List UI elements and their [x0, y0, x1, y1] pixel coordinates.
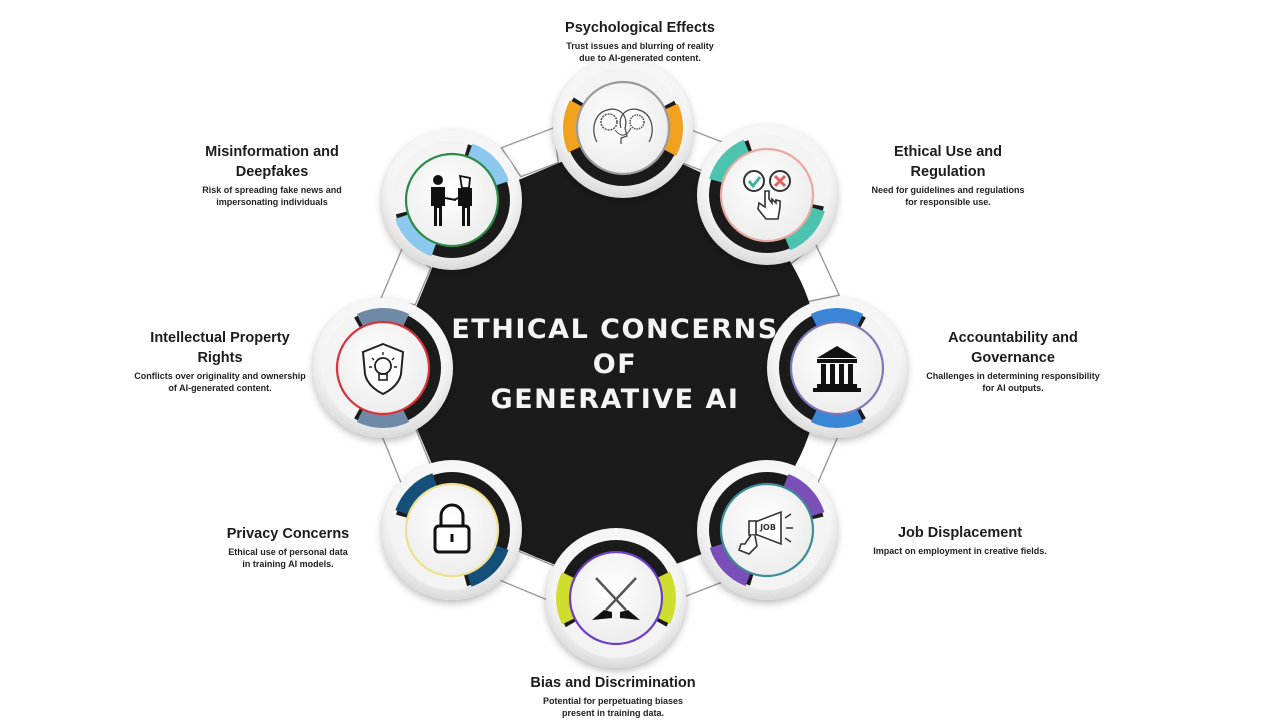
- concern-description: Need for guidelines and regulations: [871, 185, 1025, 195]
- concern-title: Ethical Use and: [894, 144, 1002, 160]
- svg-text:JOB: JOB: [759, 523, 776, 532]
- concern-description: Ethical use of personal data: [228, 547, 348, 557]
- node-ring-highlight: [859, 315, 897, 421]
- node-accent-arc: [395, 473, 438, 516]
- padlock-icon: [433, 503, 471, 554]
- concern-description: Conflicts over originality and ownership: [134, 371, 306, 381]
- node-accent-arc: [663, 103, 683, 156]
- check-cross-hand-icon: [743, 170, 791, 220]
- concern-node-psychological-effects: [553, 58, 693, 198]
- node-face: [789, 320, 885, 416]
- node-accent-arc: [466, 544, 509, 587]
- node-accent-arc: [810, 409, 864, 428]
- center-title-line-2: OF: [592, 349, 638, 380]
- label-privacy-concerns: Privacy Concerns Ethical use of personal…: [158, 524, 418, 570]
- concern-description: Trust issues and blurring of reality: [566, 41, 714, 51]
- label-intellectual-property-rights: Intellectual Property Rights Conflicts o…: [90, 328, 350, 394]
- label-job-displacement: Job Displacement Impact on employment in…: [820, 523, 1100, 557]
- concern-node-accountability-and-governance: [767, 298, 907, 438]
- node-accent-arc: [784, 206, 825, 251]
- node-accent-arc: [810, 308, 864, 327]
- node-ring-highlight: [391, 140, 469, 215]
- shield-lightbulb-icon: [361, 342, 405, 396]
- node-accent-arc: [783, 473, 825, 517]
- concern-node-privacy-concerns: [382, 460, 522, 600]
- node-face: [575, 80, 671, 176]
- two-heads-brain-icon: [593, 108, 653, 144]
- concern-description: in training AI models.: [242, 559, 334, 569]
- concern-title: Misinformation and: [205, 144, 339, 160]
- concern-node-ethical-use-and-regulation: [697, 125, 837, 265]
- node-ring-highlight: [392, 514, 468, 590]
- concern-title: Privacy Concerns: [226, 526, 350, 542]
- concern-title: Psychological Effects: [565, 20, 715, 36]
- node-ring-highlight: [747, 134, 827, 207]
- node-accent-arc: [356, 409, 410, 428]
- node-accent-arc: [657, 571, 676, 624]
- label-ethical-use-and-regulation: Ethical Use and Regulation Need for guid…: [808, 142, 1088, 208]
- node-accent-arc: [556, 572, 575, 625]
- node-ring-highlight: [323, 315, 361, 421]
- concern-title: Accountability and: [948, 330, 1078, 346]
- concern-description: Impact on employment in creative fields.: [873, 546, 1047, 556]
- center-title-line-1: ETHICAL CONCERNS: [451, 314, 779, 345]
- node-accent-arc: [356, 308, 410, 327]
- concern-description: impersonating individuals: [216, 197, 328, 207]
- node-accent-arc: [563, 100, 583, 153]
- concern-title: Regulation: [910, 164, 986, 180]
- concern-description: due to AI-generated content.: [579, 53, 701, 63]
- concern-title: Intellectual Property: [150, 330, 290, 346]
- concern-title: Governance: [971, 350, 1055, 366]
- concern-title: Rights: [197, 350, 243, 366]
- job-megaphone-icon: JOB: [738, 510, 793, 555]
- node-accent-arc: [709, 139, 750, 184]
- concern-description: Risk of spreading fake news and: [202, 185, 342, 195]
- crossed-swords-icon: [592, 577, 640, 620]
- label-bias-and-discrimination: Bias and Discrimination Potential for pe…: [463, 673, 763, 719]
- concern-title: Job Displacement: [897, 525, 1023, 541]
- node-accent-arc: [395, 214, 437, 257]
- label-psychological-effects: Psychological Effects Trust issues and b…: [490, 18, 790, 64]
- concern-title: Bias and Discrimination: [530, 675, 696, 691]
- node-accent-arc: [467, 143, 509, 186]
- label-accountability-and-governance: Accountability and Governance Challenges…: [873, 328, 1153, 394]
- concern-title: Deepfakes: [235, 164, 309, 180]
- concern-node-bias-and-discrimination: [546, 528, 686, 668]
- masked-person-handshake-icon: [431, 174, 472, 226]
- concern-description: for responsible use.: [905, 197, 991, 207]
- concern-description: Potential for perpetuating biases: [542, 696, 684, 706]
- node-ring-highlight: [571, 68, 676, 107]
- center-title: ETHICAL CONCERNS OF GENERATIVE AI: [440, 312, 790, 417]
- label-misinformation-and-deepfakes: Misinformation and Deepfakes Risk of spr…: [142, 142, 402, 208]
- government-building-icon: [813, 346, 861, 392]
- concern-description: present in training data.: [561, 708, 664, 718]
- concern-description: for AI outputs.: [982, 383, 1044, 393]
- node-ring-highlight: [564, 620, 669, 659]
- center-title-line-3: GENERATIVE AI: [490, 384, 740, 415]
- concern-description: of AI-generated content.: [168, 383, 272, 393]
- concern-node-intellectual-property-rights: [313, 298, 453, 438]
- node-ring-highlight: [749, 516, 828, 590]
- concern-node-job-displacement: JOB: [697, 460, 837, 600]
- node-accent-arc: [709, 543, 751, 587]
- concern-description: Challenges in determining responsibility: [926, 371, 1100, 381]
- concern-node-misinformation-and-deepfakes: [382, 130, 522, 270]
